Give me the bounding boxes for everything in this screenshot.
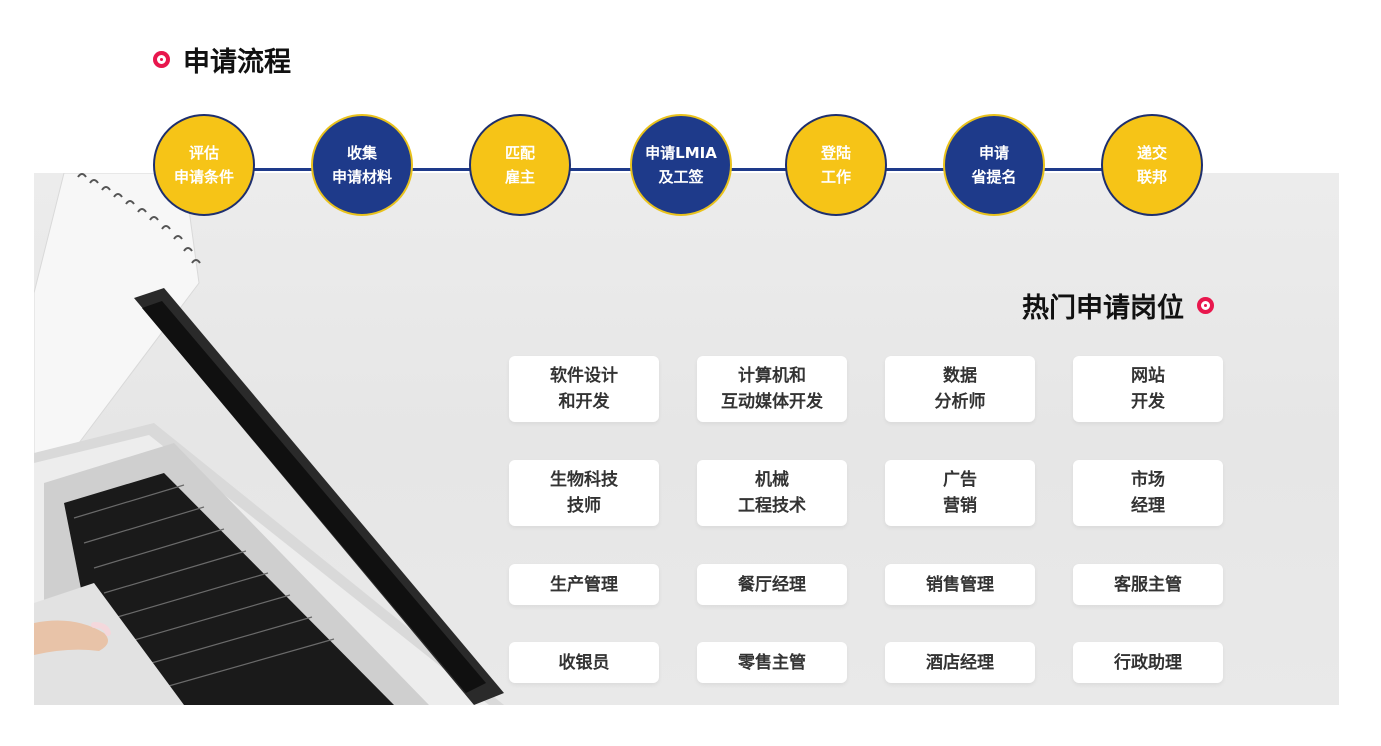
job-card[interactable]: 生产管理 bbox=[509, 564, 659, 605]
job-card[interactable]: 软件设计 和开发 bbox=[509, 356, 659, 422]
job-label-line2: 技师 bbox=[567, 496, 601, 516]
job-label-line2: 互动媒体开发 bbox=[721, 392, 823, 412]
step-label-line2: 联邦 bbox=[1136, 168, 1167, 186]
job-label: 生产管理 bbox=[550, 574, 618, 595]
job-label-line1: 广告 bbox=[943, 470, 977, 490]
job-card[interactable]: 生物科技 技师 bbox=[509, 460, 659, 526]
process-step-6: 申请 省提名 bbox=[943, 114, 1045, 216]
step-label-line1: 递交 bbox=[1136, 144, 1167, 162]
ring-dot-icon bbox=[1197, 297, 1214, 314]
job-label: 收银员 bbox=[558, 652, 610, 673]
process-step-3: 匹配 雇主 bbox=[469, 114, 571, 216]
laptop-notebook-illustration bbox=[34, 173, 504, 705]
job-label: 酒店经理 bbox=[926, 652, 994, 673]
job-card[interactable]: 行政助理 bbox=[1073, 642, 1223, 683]
background-panel bbox=[34, 173, 1339, 705]
job-label-line1: 生物科技 bbox=[550, 470, 618, 490]
job-card[interactable]: 销售管理 bbox=[885, 564, 1035, 605]
step-label-line1: 收集 bbox=[346, 144, 377, 162]
job-label-line2: 营销 bbox=[943, 496, 977, 516]
job-label: 客服主管 bbox=[1114, 574, 1182, 595]
step-label-line1: 申请 bbox=[978, 144, 1009, 162]
step-label-line1: 申请LMIA bbox=[645, 144, 717, 162]
job-label: 销售管理 bbox=[926, 574, 994, 595]
job-card[interactable]: 数据 分析师 bbox=[885, 356, 1035, 422]
job-card[interactable]: 零售主管 bbox=[697, 642, 847, 683]
process-step-1: 评估 申请条件 bbox=[153, 114, 255, 216]
job-label-line2: 经理 bbox=[1131, 496, 1165, 516]
job-label-line2: 工程技术 bbox=[738, 496, 806, 516]
jobs-title-text: 热门申请岗位 bbox=[1022, 293, 1184, 324]
job-card[interactable]: 客服主管 bbox=[1073, 564, 1223, 605]
step-label-line2: 申请材料 bbox=[331, 168, 392, 186]
job-card[interactable]: 酒店经理 bbox=[885, 642, 1035, 683]
job-label-line1: 市场 bbox=[1131, 470, 1165, 490]
step-label-line2: 申请条件 bbox=[173, 168, 234, 186]
step-label-line2: 及工签 bbox=[658, 168, 704, 186]
job-card[interactable]: 收银员 bbox=[509, 642, 659, 683]
job-label-line1: 网站 bbox=[1131, 366, 1165, 386]
job-label-line1: 计算机和 bbox=[738, 366, 806, 386]
job-label: 零售主管 bbox=[738, 652, 806, 673]
job-label-line2: 开发 bbox=[1131, 392, 1165, 412]
ring-dot-icon bbox=[153, 51, 170, 68]
job-label-line1: 软件设计 bbox=[550, 366, 618, 386]
step-label-line1: 登陆 bbox=[820, 144, 851, 162]
job-label-line2: 和开发 bbox=[558, 392, 610, 412]
process-step-2: 收集 申请材料 bbox=[311, 114, 413, 216]
step-label-line1: 评估 bbox=[188, 144, 219, 162]
job-card[interactable]: 机械 工程技术 bbox=[697, 460, 847, 526]
jobs-section-title: 热门申请岗位 bbox=[1022, 286, 1214, 325]
job-card[interactable]: 广告 营销 bbox=[885, 460, 1035, 526]
process-step-5: 登陆 工作 bbox=[785, 114, 887, 216]
step-label-line2: 省提名 bbox=[971, 168, 1017, 186]
job-card[interactable]: 计算机和 互动媒体开发 bbox=[697, 356, 847, 422]
step-label-line1: 匹配 bbox=[504, 144, 535, 162]
job-card[interactable]: 餐厅经理 bbox=[697, 564, 847, 605]
process-step-7: 递交 联邦 bbox=[1101, 114, 1203, 216]
job-card[interactable]: 市场 经理 bbox=[1073, 460, 1223, 526]
job-label-line1: 机械 bbox=[755, 470, 789, 490]
job-label-line1: 数据 bbox=[943, 366, 977, 386]
process-title-text: 申请流程 bbox=[183, 47, 291, 78]
process-section-title: 申请流程 bbox=[153, 40, 291, 79]
job-label-line2: 分析师 bbox=[934, 392, 986, 412]
step-label-line2: 工作 bbox=[820, 168, 851, 186]
job-label: 行政助理 bbox=[1114, 652, 1182, 673]
process-step-4: 申请LMIA 及工签 bbox=[630, 114, 732, 216]
step-label-line2: 雇主 bbox=[504, 168, 535, 186]
job-label: 餐厅经理 bbox=[738, 574, 806, 595]
job-card[interactable]: 网站 开发 bbox=[1073, 356, 1223, 422]
